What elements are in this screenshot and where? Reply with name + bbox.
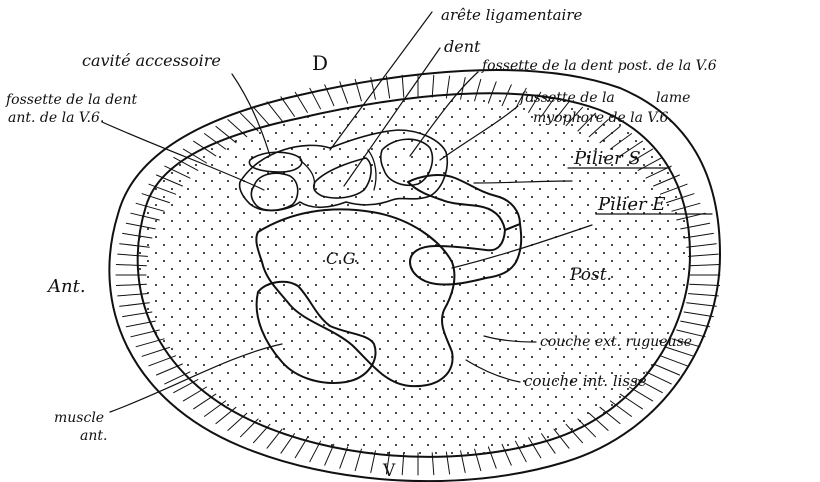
label-post: Post. (569, 265, 612, 285)
label-muscle: muscle (54, 410, 104, 426)
label-fossette-dent-ant-1: fossette de la dent (5, 92, 137, 108)
label-fossette-lame-2: lame (656, 90, 690, 106)
label-dent: dent (444, 37, 481, 56)
ring-stripe (432, 75, 434, 97)
ring-stripe (402, 75, 404, 97)
ring-stripe (281, 97, 295, 117)
ring-stripe (687, 244, 717, 248)
ring-stripe (681, 321, 710, 327)
label-cavite-accessoire: cavité accessoire (82, 51, 221, 70)
ring-stripe (267, 102, 282, 121)
ring-stripe (690, 265, 720, 266)
label-V: V (382, 461, 396, 481)
label-ant: Ant. (46, 276, 86, 297)
label-fossette-lame-3: myophore de la V.6. (533, 110, 673, 126)
label-cg: C.G. (326, 249, 360, 268)
ring-stripe (684, 312, 713, 317)
ring-stripe (687, 303, 717, 307)
label-pilier-e: Pilier E (597, 194, 666, 215)
ring-stripe (646, 372, 671, 384)
label-muscle-ant: ant. (80, 428, 107, 444)
label-fossette-lame-1: fossette de la (519, 90, 615, 106)
label-pilier-s: Pilier S (573, 148, 641, 169)
label-couche-ext: couche ext. rugueuse (540, 334, 692, 350)
ring-stripe (689, 254, 719, 256)
label-fossette-dent-ant-2: ant. de la V.6. (8, 110, 104, 126)
ring-stripe (660, 356, 687, 366)
ring-stripe (654, 364, 680, 375)
label-D: D (312, 51, 328, 75)
label-couche-int: couche int. lisse (524, 372, 647, 390)
ring-stripe (689, 294, 719, 296)
ring-stripe (295, 438, 307, 458)
label-fossette-dent-post: fossette de la dent post. de la V.6 (481, 58, 717, 74)
ring-stripe (690, 284, 720, 285)
label-arete-ligamentaire: arête ligamentaire (441, 6, 583, 24)
ring-stripe (310, 441, 321, 462)
